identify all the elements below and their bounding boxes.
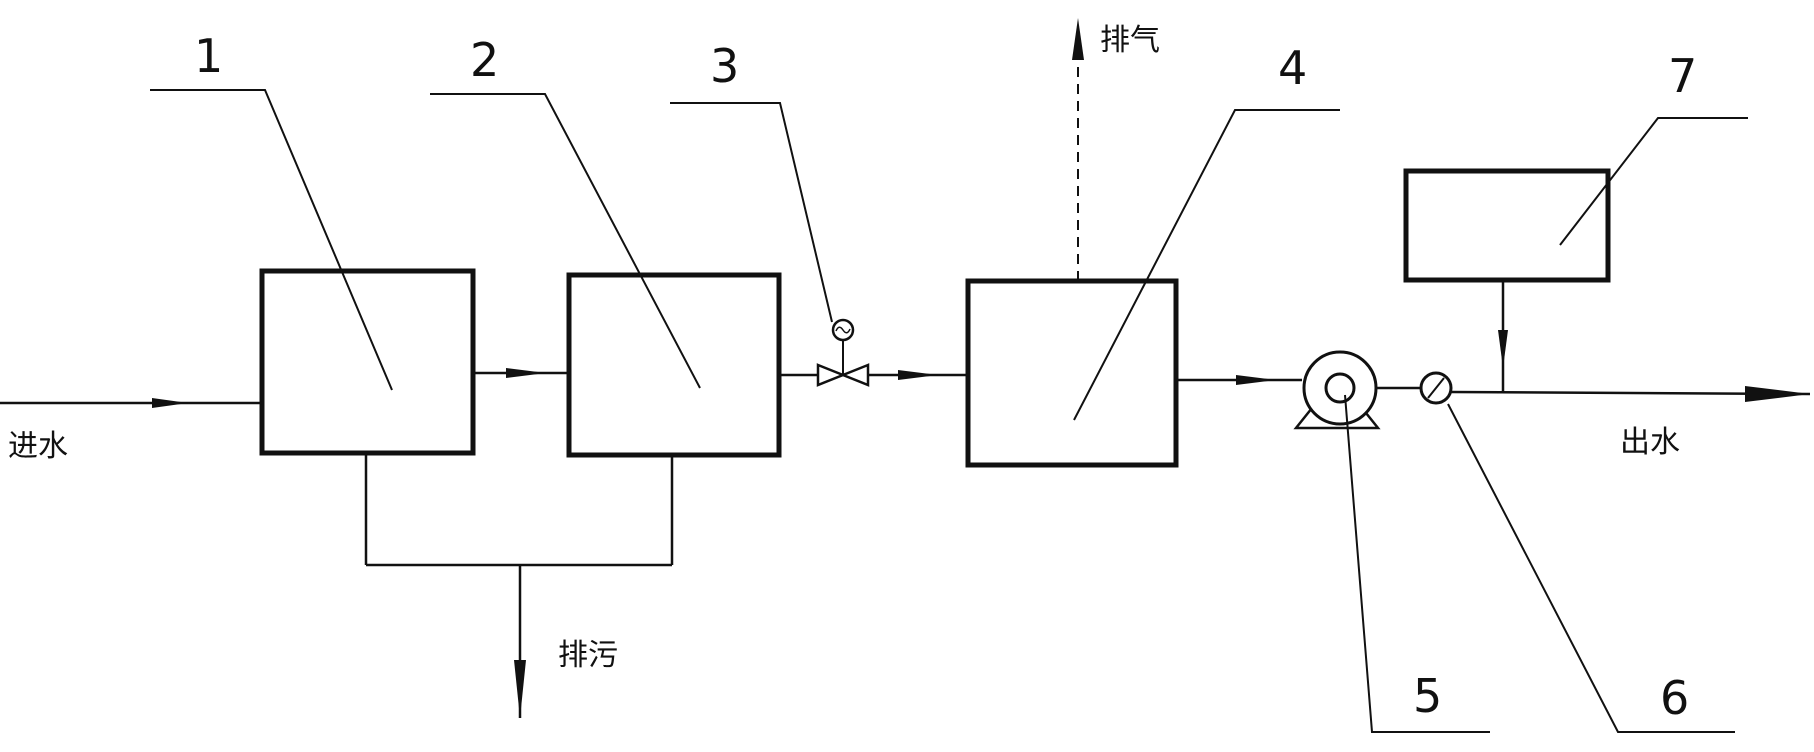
sewage-drain-line [364,453,674,718]
component-1-box [259,268,476,456]
component-5-number: 5 [1413,669,1442,723]
leader-1 [150,89,393,391]
leader-3 [670,102,833,323]
leader-7 [1559,117,1748,246]
component-2-number: 2 [470,33,499,87]
outlet-label: 出水 [1620,425,1680,460]
flow-arrow-1-to-2 [473,368,569,378]
pump-icon [1293,350,1381,430]
flow-meter-icon [1419,371,1453,405]
exhaust-arrow [1072,18,1084,281]
component-2-box [566,272,782,458]
outlet-arrow [1450,386,1811,402]
leader-2 [430,93,701,389]
leader-5 [1344,394,1490,733]
component-1-number: 1 [194,29,223,83]
exhaust-label: 排气 [1100,23,1160,58]
dosing-arrow-7 [1498,280,1508,392]
flow-arrow-4-to-pump [1176,375,1302,385]
component-7-box [1403,168,1611,283]
sewage-label: 排污 [558,638,618,673]
valve-icon [816,318,870,387]
component-4-number: 4 [1278,41,1307,95]
flow-arrow-valve-to-4 [868,370,968,380]
leader-6 [1447,403,1735,733]
component-7-number: 7 [1668,49,1697,103]
inlet-label: 进水 [8,429,68,464]
component-4-box [965,278,1179,468]
component-6-number: 6 [1660,671,1689,725]
component-3-number: 3 [710,39,739,93]
inlet-arrow [0,398,262,408]
leader-4 [1073,109,1340,421]
